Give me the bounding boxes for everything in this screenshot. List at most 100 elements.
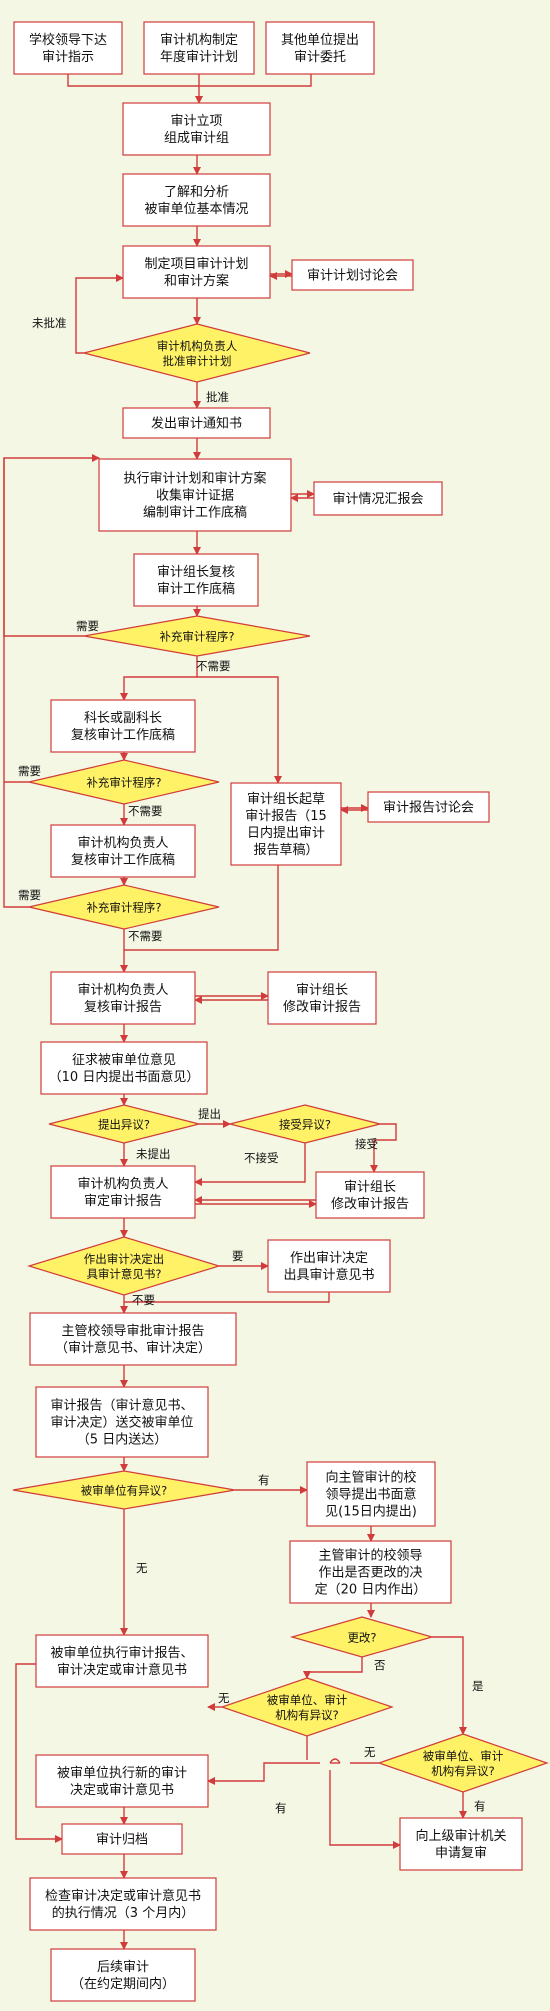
node-label-line: 提出异议? [98, 1118, 150, 1132]
node-label-line: 审计指示 [42, 50, 94, 65]
branch-label-need-1: 需要 [76, 619, 99, 633]
node-label-line: （在约定期间内） [71, 1976, 175, 1992]
process-box [230, 782, 342, 866]
branch-label-not-raise: 未提出 [136, 1147, 171, 1161]
process-box [133, 553, 259, 607]
node-d8: 被审单位有异议? [12, 1470, 236, 1510]
process-box [13, 21, 123, 75]
node-label-line: 领导提出书面意 [325, 1487, 416, 1503]
node-n8: 发出审计通知书 [122, 407, 271, 439]
node-label-line: 审计机构负责人 [157, 339, 238, 353]
process-box [265, 21, 375, 75]
node-label-line: 向上级审计机关 [415, 1828, 506, 1844]
decision-diamond [28, 884, 220, 930]
decision-diamond [12, 1470, 236, 1510]
node-label: 审计计划讨论会 [307, 269, 398, 284]
process-box [29, 1312, 237, 1366]
node-label: 作出审计决定出具审计意见书 [283, 1251, 374, 1283]
node-label: 向主管审计的校领导提出书面意见(15日内提出) [325, 1470, 417, 1520]
node-label: 审计机构负责人复核审计报告 [77, 983, 168, 1015]
branch-label-raise: 提出 [198, 1107, 221, 1121]
branch-label-no-need-decision: 不要 [132, 1293, 155, 1307]
node-label-line: 机构有异议? [275, 1708, 339, 1722]
process-box [267, 971, 377, 1025]
node-n21: 作出审计决定出具审计意见书 [267, 1239, 391, 1293]
node-label-line: 审计机构负责人 [77, 983, 168, 998]
process-box [50, 1948, 196, 2002]
connector-line [3, 458, 29, 908]
node-label-line: 复核审计报告 [84, 1000, 162, 1015]
node-label-line: 审计组长 [344, 1180, 396, 1195]
node-n15: 审计机构负责人复核审计工作底稿 [50, 824, 196, 878]
node-label-line: 制定项目审计计划 [144, 257, 248, 272]
node-label: 接受异议? [279, 1118, 331, 1132]
node-label-line: 补充审计程序? [159, 630, 234, 644]
connector-line [329, 1770, 401, 1849]
node-label: 科长或副科长复核审计工作底稿 [71, 711, 175, 743]
node-n23: 审计报告（审计意见书、审计决定）送交被审单位（5 日内送达） [35, 1386, 209, 1458]
node-label-line: 审计组长复核 [157, 565, 235, 580]
connector-line [120, 656, 198, 701]
process-box [367, 791, 490, 823]
node-label: 审计归档 [96, 1833, 148, 1848]
node-label-line: 审计组长起草 [247, 792, 325, 807]
process-box [267, 1239, 391, 1293]
node-label: 审计组长修改审计报告 [331, 1180, 409, 1212]
node-label-line: 复核审计工作底稿 [71, 852, 175, 868]
process-box [35, 1754, 209, 1808]
node-label: 审计机构负责人审定审计报告 [77, 1177, 168, 1209]
process-box [50, 699, 196, 753]
node-label-line: （审计意见书、审计决定） [55, 1340, 211, 1356]
connector-line [124, 1292, 330, 1303]
node-d5: 提出异议? [48, 1104, 200, 1144]
node-label: 主管审计的校领导作出是否更改的决定（20 日内作出） [315, 1548, 427, 1598]
node-label-line: 发出审计通知书 [151, 416, 242, 432]
node-label-line: 作出是否更改的决 [318, 1565, 422, 1581]
node-label-line: 收集审计证据 [156, 488, 234, 504]
node-label: 审计组长复核审计工作底稿 [157, 565, 235, 597]
node-label-line: 审计委托 [294, 50, 346, 65]
node-label: 审计报告讨论会 [383, 801, 474, 816]
decision-diamond [229, 1104, 381, 1144]
node-label: 审计机构负责人复核审计工作底稿 [71, 836, 175, 868]
node-label-line: 更改? [347, 1631, 376, 1645]
node-label-line: 审计工作底稿 [157, 581, 235, 597]
node-label-line: 检查审计决定或审计意见书 [45, 1888, 201, 1904]
crossing-hop [329, 1758, 341, 1764]
node-label-line: 了解和分析 [164, 185, 229, 200]
node-label-line: 决定或审计意见书 [70, 1782, 174, 1798]
node-label-line: 的执行情况（3 个月内） [52, 1905, 194, 1921]
node-label-line: 其他单位提出 [281, 32, 359, 48]
node-n16: 审计机构负责人复核审计报告 [50, 971, 196, 1025]
connector-line [370, 1123, 397, 1173]
process-box [29, 1877, 217, 1931]
node-d6: 接受异议? [229, 1104, 381, 1144]
node-label: 审计机构负责人批准审计计划 [157, 339, 238, 368]
process-box [122, 102, 271, 156]
node-label: 补充审计程序? [86, 901, 161, 915]
node-label-line: 被审单位基本情况 [144, 202, 248, 217]
node-label-line: 审计决定或审计意见书 [57, 1662, 187, 1678]
node-label: 审计情况汇报会 [332, 492, 423, 507]
branch-label-need-3: 需要 [18, 888, 41, 902]
node-label: 征求被审单位意见（10 日内提出书面意见） [49, 1052, 200, 1085]
node-label: 检查审计决定或审计意见书的执行情况（3 个月内） [45, 1888, 201, 1921]
process-box [35, 1634, 209, 1688]
node-label: 被审单位、审计机构有异议? [267, 1693, 348, 1722]
node-label-line: 申请复审 [435, 1846, 487, 1861]
connector-line [3, 454, 100, 637]
node-label-line: 审计机构负责人 [77, 836, 168, 851]
node-label-line: 被审单位、审计 [423, 1749, 504, 1763]
node-label-line: 定（20 日内作出） [315, 1582, 427, 1598]
process-box [122, 245, 271, 299]
node-n25: 主管审计的校领导作出是否更改的决定（20 日内作出） [289, 1540, 452, 1604]
node-n27: 被审单位执行新的审计决定或审计意见书 [35, 1754, 209, 1808]
process-box [61, 1823, 183, 1855]
node-label-line: 主管校领导审批审计报告 [61, 1323, 204, 1339]
decision-diamond [48, 1104, 200, 1144]
node-label: 补充审计程序? [86, 776, 161, 790]
node-n31: 后续审计（在约定期间内） [50, 1948, 196, 2002]
node-label: 其他单位提出审计委托 [281, 32, 359, 65]
node-d7: 作出审计决定出具审计意见书? [26, 1236, 222, 1296]
